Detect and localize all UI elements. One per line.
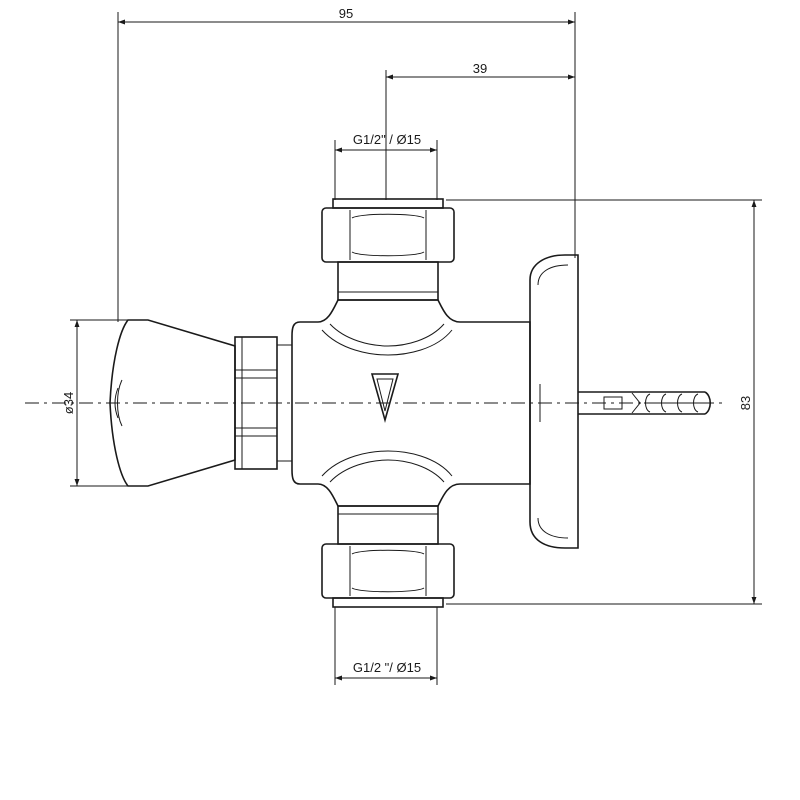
dimension-83-label: 83 bbox=[738, 396, 753, 410]
wall-flange bbox=[529, 254, 579, 549]
knob-stem bbox=[234, 336, 292, 470]
dimension-offset-width: 39 bbox=[385, 61, 575, 200]
dimension-top-connection-label: G1/2" / Ø15 bbox=[353, 132, 421, 147]
dimension-overall-width: 95 bbox=[117, 6, 576, 322]
bottom-connection bbox=[321, 505, 455, 608]
wall-anchor bbox=[578, 391, 712, 415]
dimension-diameter-label: ø34 bbox=[61, 392, 76, 414]
dimension-95-label: 95 bbox=[339, 6, 353, 21]
push-knob bbox=[109, 319, 236, 487]
dimension-bottom-connection: G1/2 "/ Ø15 bbox=[334, 607, 438, 685]
dimension-39-label: 39 bbox=[473, 61, 487, 76]
dimension-bottom-connection-label: G1/2 "/ Ø15 bbox=[353, 660, 421, 675]
dimension-top-connection: G1/2" / Ø15 bbox=[334, 132, 438, 200]
top-connection bbox=[321, 198, 455, 301]
dimension-height: 83 bbox=[446, 199, 762, 605]
dimension-knob-diameter: ø34 bbox=[61, 319, 130, 487]
flow-direction-icon bbox=[370, 373, 400, 423]
